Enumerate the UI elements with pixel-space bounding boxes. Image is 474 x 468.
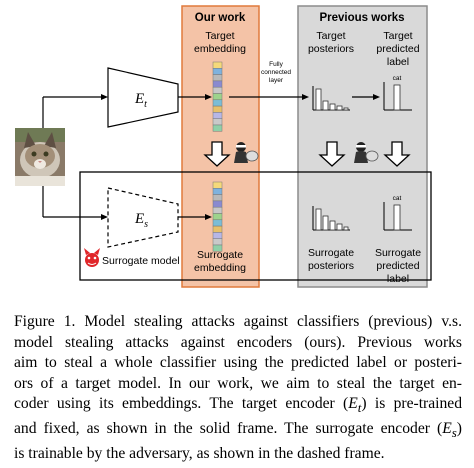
- fc-layer-label-line-2: connected: [261, 69, 291, 76]
- embedding-cell: [212, 124, 223, 132]
- embedding-cell: [212, 99, 223, 107]
- caption-line-1: Figure 1. Model stealing attacks against…: [14, 313, 462, 330]
- target-predicted-label-chart: [383, 82, 412, 111]
- input-connectors: [42, 96, 102, 218]
- fc-layer-label-line-3: layer: [269, 77, 284, 84]
- embedding-cell: [212, 61, 223, 69]
- arrow-to-target-encoder: [101, 94, 108, 100]
- embedding-cell: [212, 244, 223, 252]
- embedding-cell: [212, 118, 223, 126]
- posteriors-to-label-arrowhead: [373, 94, 380, 100]
- surrogate-posteriors-chart: [312, 206, 350, 231]
- fc-layer-label-line-1: Fully: [269, 61, 283, 68]
- embedding-cell: [212, 188, 223, 195]
- target-cat-label: cat: [393, 75, 402, 82]
- surrogate-embedding-label-line-1: Surrogate: [197, 249, 243, 261]
- embedding-cell: [212, 105, 223, 113]
- target-predicted-label-line-3: label: [387, 56, 409, 68]
- target-encoder-symbol: Et: [134, 91, 147, 110]
- embedding-cell: [212, 225, 223, 233]
- embedding-cell: [212, 219, 223, 227]
- target-predicted-label-line-1: Target: [383, 30, 412, 42]
- target-embedding-vector: [212, 61, 223, 132]
- embedding-cell: [212, 68, 223, 75]
- embedding-cell: [212, 200, 223, 208]
- target-posteriors-chart: [312, 86, 350, 111]
- embedding-cell: [212, 80, 223, 88]
- caption-line-4: ors of a target model. In our work, we a…: [14, 374, 462, 392]
- surrogate-encoder-arrowhead: [205, 214, 212, 220]
- embedding-cell: [212, 93, 223, 101]
- target-encoder: [107, 67, 179, 128]
- embedding-cell: [212, 206, 223, 214]
- surrogate-encoder-symbol: Es: [134, 211, 148, 230]
- surrogate-predicted-label-line-2: predicted: [376, 260, 419, 272]
- caption-line-6: and fixed, as shown in the solid frame. …: [14, 420, 462, 441]
- caption-line-7: is trainable by the adversary, as shown …: [14, 444, 385, 462]
- embedding-cell: [212, 232, 223, 239]
- surrogate-posteriors-label-line-1: Surrogate: [308, 247, 354, 259]
- label-down-arrow: [383, 141, 411, 167]
- devil-icon: [84, 248, 100, 267]
- surrogate-encoder: [107, 187, 179, 248]
- surrogate-embedding-label-line-2: embedding: [194, 262, 246, 274]
- target-embedding-label-line-2: embedding: [194, 43, 246, 55]
- arrow-to-surrogate-encoder: [101, 214, 108, 220]
- figure-diagram: Our work Previous works Et Es Targ: [15, 5, 432, 288]
- surrogate-predicted-label-chart: [383, 202, 412, 231]
- thief-icon: [234, 142, 259, 163]
- embedding-cell: [212, 74, 223, 82]
- posteriors-down-arrow: [318, 141, 346, 167]
- caption-line-3: aim to steal a whole classifier using th…: [14, 354, 462, 372]
- our-work-title: Our work: [195, 12, 246, 24]
- target-predicted-label-line-2: predicted: [376, 43, 419, 55]
- embedding-cell: [212, 213, 223, 221]
- surrogate-posteriors-label-line-2: posteriors: [308, 260, 354, 272]
- target-posteriors-label-line-1: Target: [316, 30, 345, 42]
- embedding-cell: [212, 238, 223, 246]
- figure-caption: Figure 1. Model stealing attacks against…: [14, 312, 462, 464]
- target-embedding-label-line-1: Target: [205, 30, 234, 42]
- surrogate-embedding-vector: [212, 181, 223, 252]
- surrogate-model-frame: [79, 171, 432, 281]
- caption-line-5: coder using its embeddings. The target e…: [14, 395, 463, 416]
- embedding-cell: [212, 194, 223, 202]
- cat-input-image: [15, 128, 65, 186]
- surrogate-cat-label: cat: [393, 195, 402, 202]
- surrogate-predicted-label-line-1: Surrogate: [375, 247, 421, 259]
- surrogate-model-label: Surrogate model: [102, 255, 180, 267]
- embedding-cell: [212, 181, 223, 189]
- surrogate-predicted-label-line-3: label: [387, 273, 409, 285]
- thief-icon-previous: [354, 142, 379, 163]
- target-posteriors-label-line-2: posteriors: [308, 43, 354, 55]
- target-encoder-arrowhead: [205, 94, 212, 100]
- previous-works-title: Previous works: [319, 12, 404, 24]
- embedding-cell: [212, 86, 223, 94]
- embedding-cell: [212, 112, 223, 119]
- fc-arrowhead: [302, 94, 309, 100]
- caption-line-2: model stealing attacks against encoders …: [14, 333, 462, 351]
- our-work-down-arrow: [203, 141, 231, 167]
